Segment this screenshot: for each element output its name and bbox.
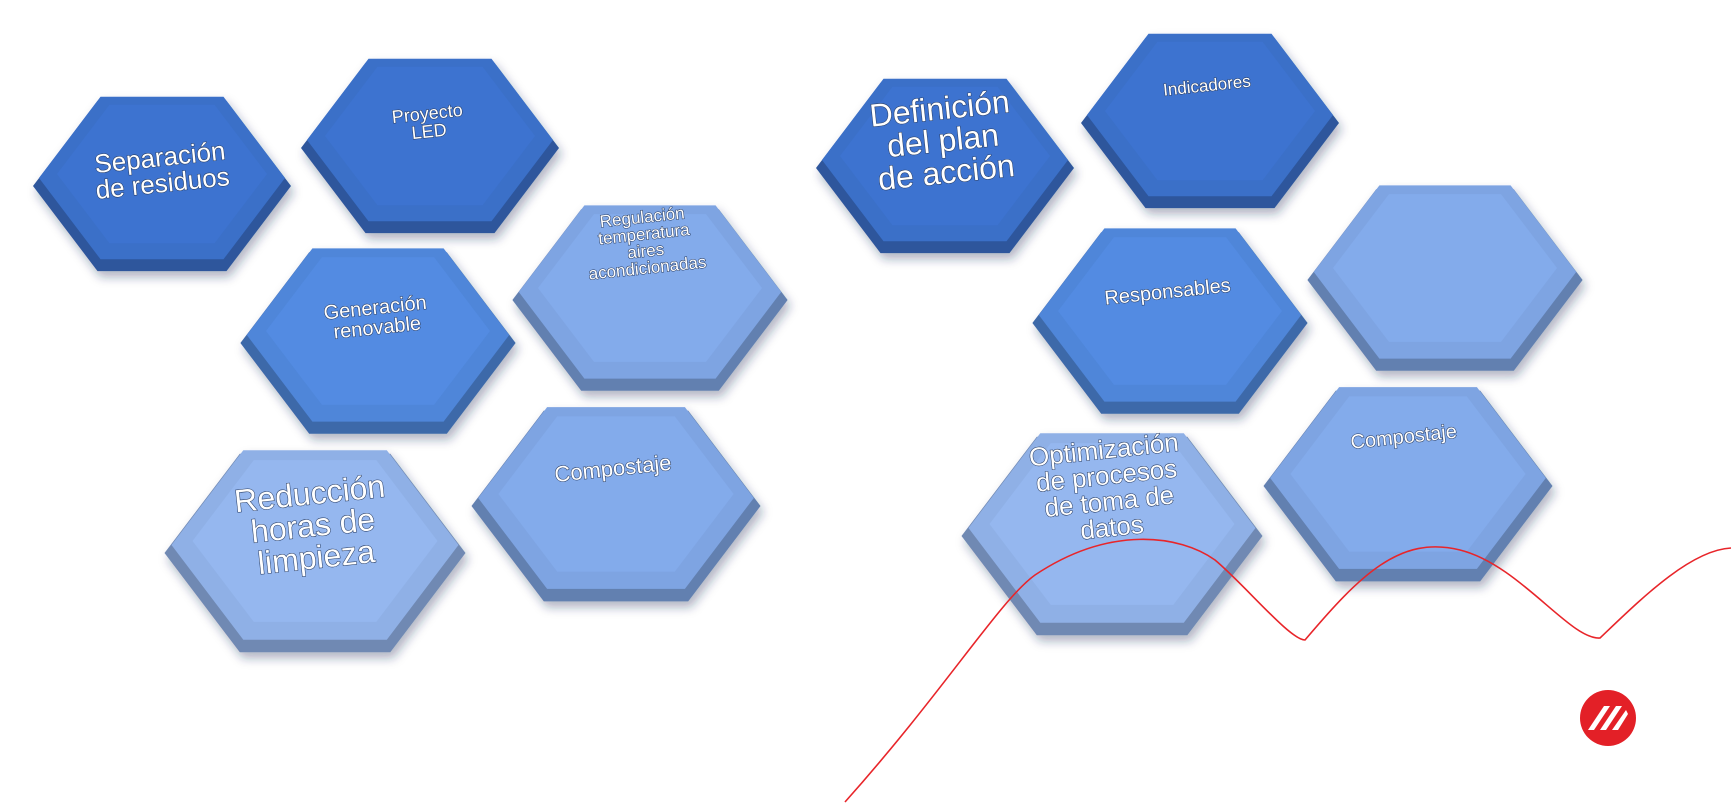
hexagon-reduccion (164, 450, 466, 653)
hexagon-inner (192, 460, 438, 622)
hexagon-label-line: LED (411, 120, 448, 144)
hexagon-layer: Separaciónde residuosProyectoLEDGeneraci… (33, 33, 1583, 653)
hexagon-inner (1105, 41, 1315, 181)
hexagon-inner (1333, 194, 1557, 342)
hexagon-definicion (816, 78, 1074, 254)
hexagon-responsables (1032, 228, 1308, 414)
hexagon-proyecto-led (301, 58, 559, 234)
hexagon-inner (1058, 237, 1282, 385)
hexagon-indicadores (1081, 33, 1339, 209)
hexagon-inner (57, 104, 267, 244)
hexagon-label-optimizacion: Optimizaciónde procesosde toma dedatos (1027, 427, 1188, 550)
hexagon-inner (1290, 396, 1526, 552)
hexagon-inner (266, 257, 490, 405)
hexagon-compostaje (1263, 387, 1553, 582)
hexagon-inner (840, 86, 1050, 226)
hexagon-separacion (33, 96, 291, 272)
hexagon-regulacion (512, 205, 788, 391)
hexagon-label-line: aires (626, 240, 665, 263)
hexagon-compostaje (471, 407, 761, 602)
company-logo-icon (1580, 690, 1636, 746)
hexagon-inner (498, 416, 734, 572)
hexagon-label-definicion: Definicióndel plande acción (868, 83, 1018, 197)
hexagon-empty (1307, 185, 1583, 371)
hexagon-generacion (240, 248, 516, 434)
hexagon-inner (538, 214, 762, 362)
red-curve-line (844, 538, 1732, 803)
hexagon-inner (325, 66, 535, 206)
